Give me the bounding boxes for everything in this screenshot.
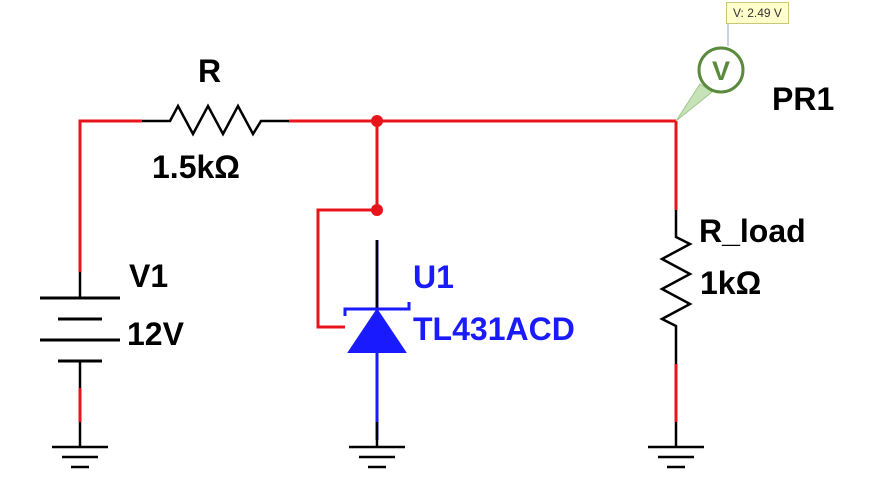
wires-red [78, 119, 678, 422]
resistor-r[interactable] [142, 103, 289, 137]
source-value: 12V [127, 316, 185, 352]
load-name: R_load [699, 213, 806, 249]
regulator-u1[interactable] [343, 240, 411, 353]
resistor-rload[interactable] [659, 210, 693, 364]
regulator-part: TL431ACD [413, 311, 575, 347]
probe-symbol: V [712, 56, 730, 86]
resistor-r-zigzag [142, 103, 289, 137]
ground-left [52, 422, 108, 469]
junction-top[interactable] [371, 115, 383, 127]
wire-ref-loop [316, 208, 377, 329]
battery-v1[interactable] [40, 272, 120, 388]
ground-middle [349, 422, 405, 469]
u1-triangle [347, 308, 407, 353]
resistor-r-value: 1.5kΩ [152, 149, 240, 185]
source-name: V1 [129, 258, 168, 294]
resistor-r-name: R [198, 53, 221, 89]
resistor-rload-zigzag [659, 210, 693, 364]
voltage-probe[interactable]: V [675, 22, 745, 122]
probe-readout-tooltip: V: 2.49 V [726, 2, 789, 24]
ground-right [648, 422, 704, 469]
load-value: 1kΩ [700, 265, 761, 301]
regulator-name: U1 [413, 259, 454, 295]
probe-tip [675, 83, 713, 122]
junction-mid[interactable] [371, 204, 383, 216]
probe-name: PR1 [772, 81, 834, 117]
wire-left-top [78, 119, 142, 272]
probe-circle [697, 46, 745, 94]
